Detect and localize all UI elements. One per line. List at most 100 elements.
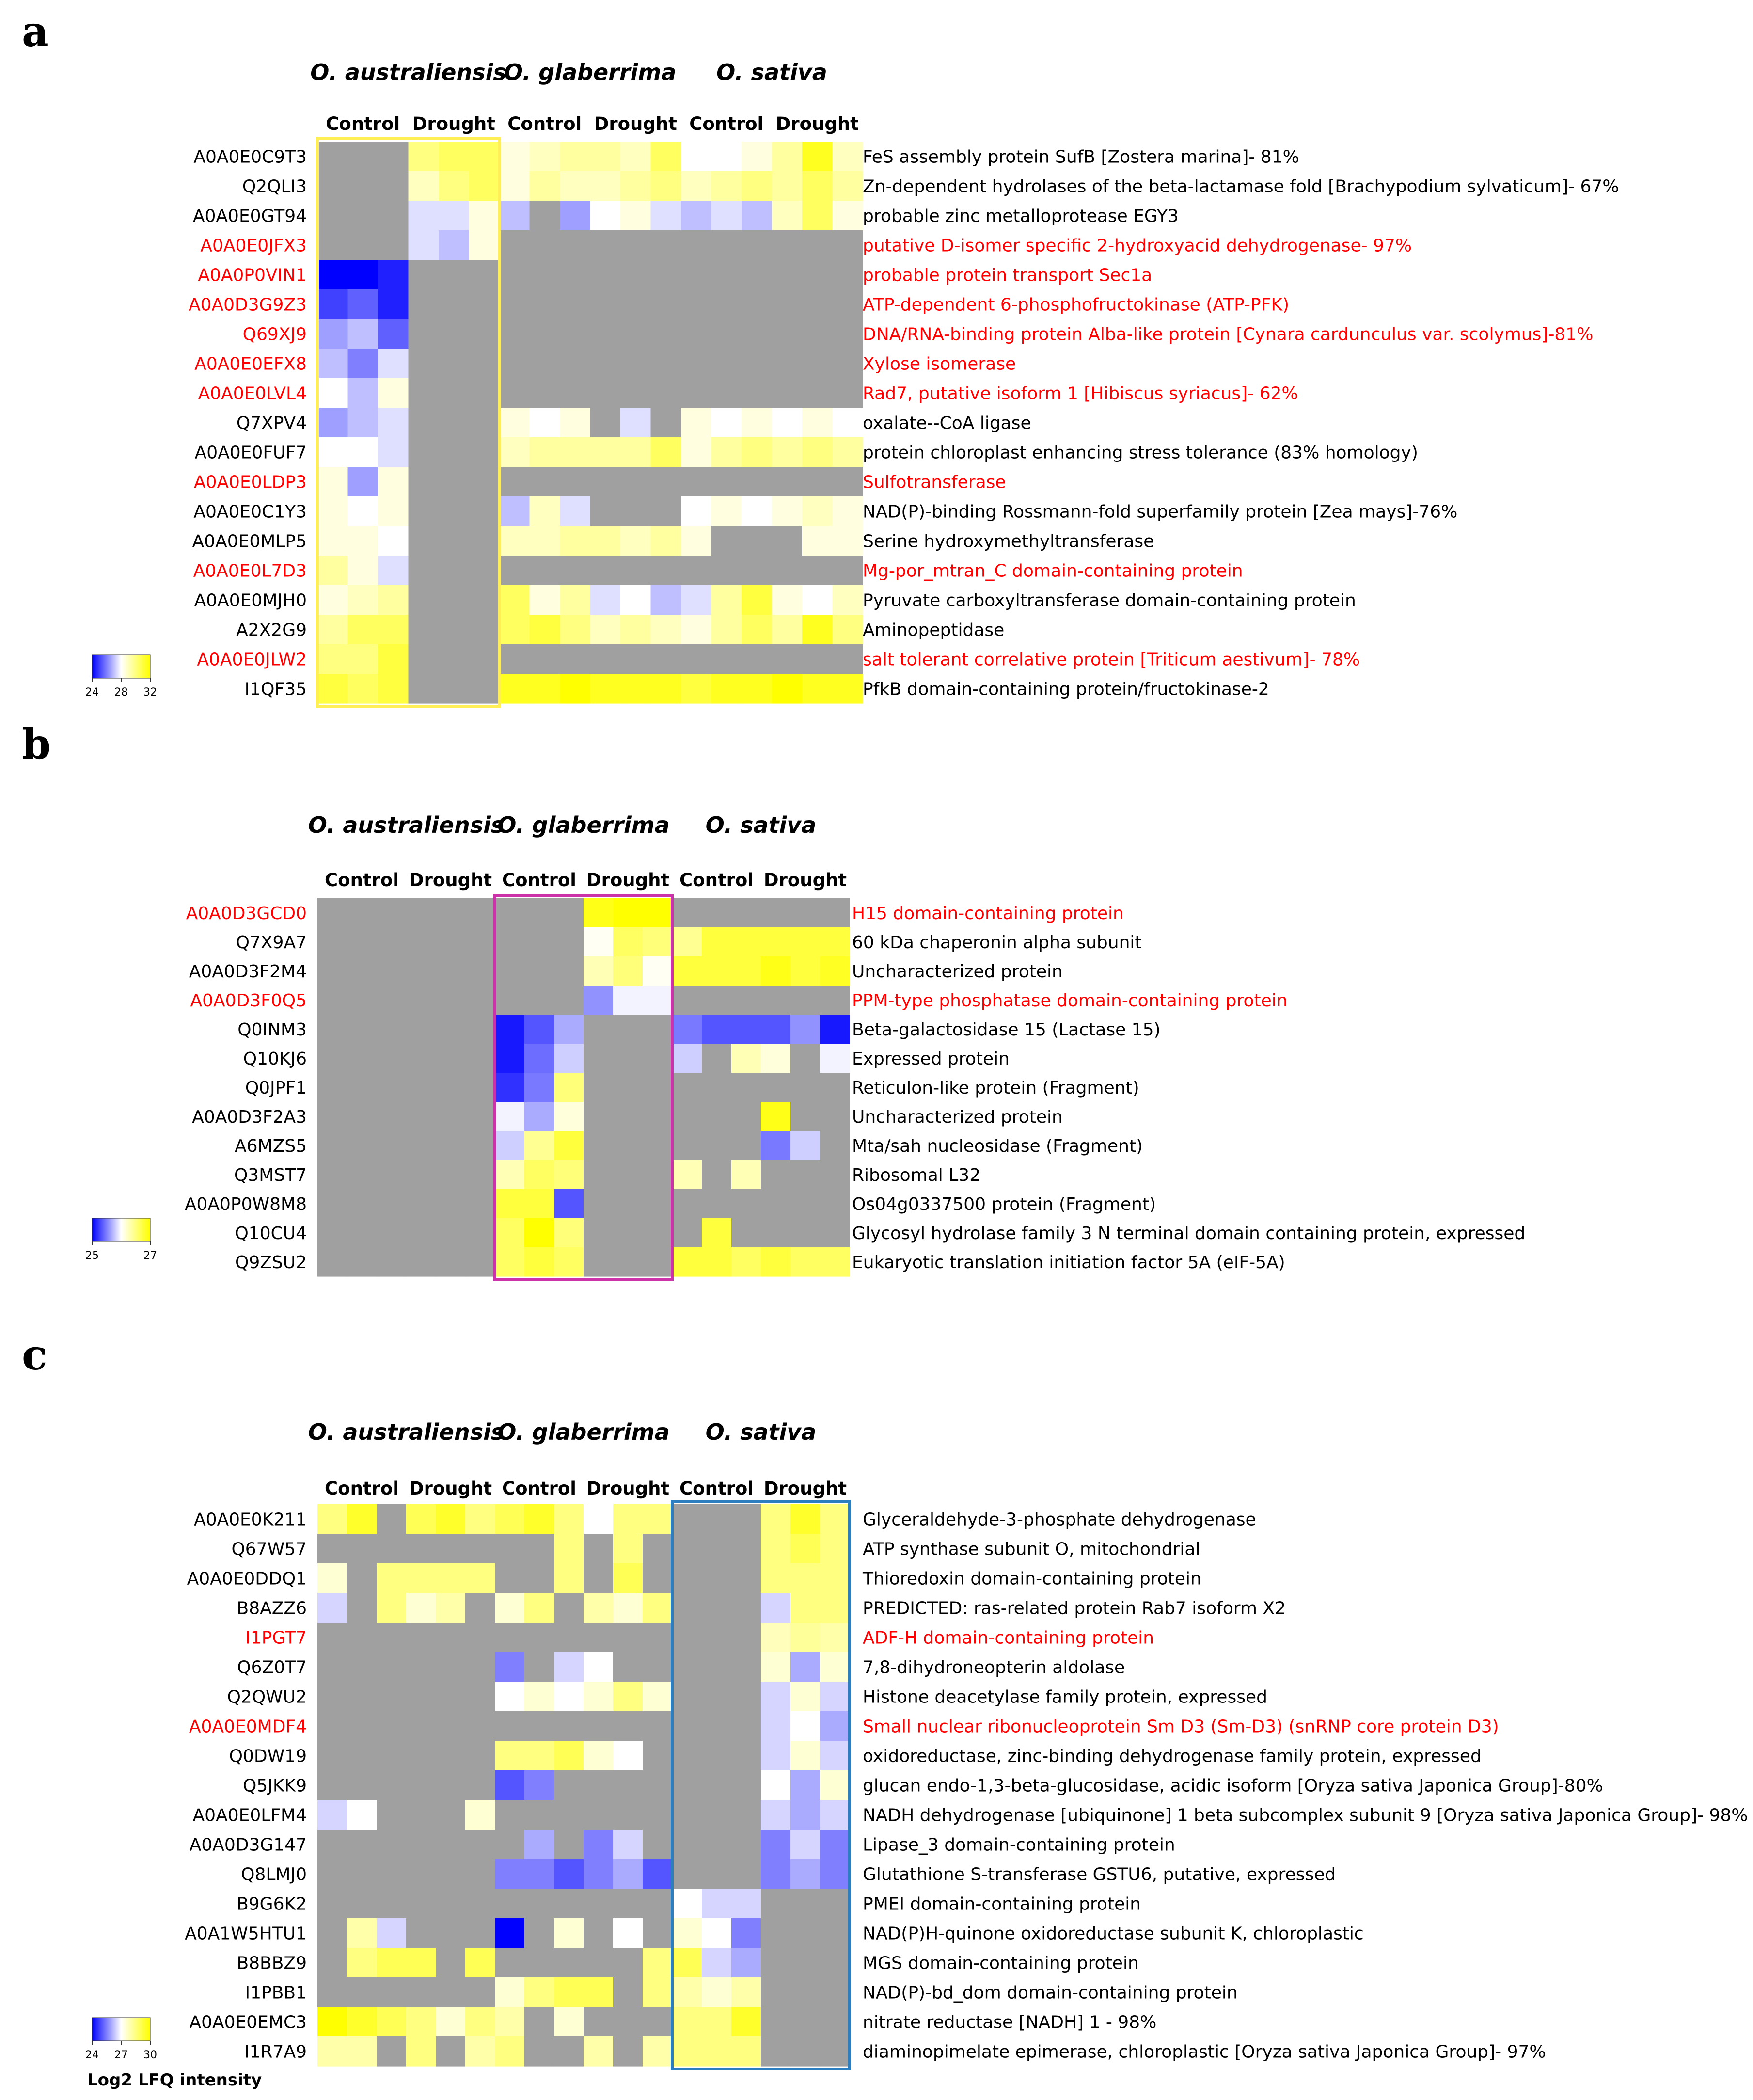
heatmap-cell (643, 1015, 673, 1044)
species-label: O. australiensis (310, 59, 506, 85)
heatmap-cell (772, 408, 803, 438)
heatmap-cell (681, 201, 712, 231)
heatmap-cell (820, 1073, 850, 1102)
heatmap-cell (742, 585, 773, 615)
heatmap-cell (772, 171, 803, 201)
heatmap-cell (832, 674, 863, 704)
protein-description: PMEI domain-containing protein (863, 1894, 1141, 1914)
heatmap-cell (820, 1623, 850, 1653)
heatmap-cell (347, 1711, 377, 1741)
heatmap-cell (584, 2036, 614, 2067)
heatmap-cell (524, 1948, 554, 1978)
heatmap-cell (347, 674, 379, 704)
heatmap-cell (524, 1160, 554, 1190)
heatmap-cell (802, 556, 833, 586)
heatmap-cell (613, 1504, 643, 1534)
heatmap-cell (790, 1504, 821, 1534)
heatmap-cell (832, 230, 863, 260)
heatmap-cell (742, 319, 773, 349)
heatmap-cell (378, 615, 409, 645)
heatmap-cell (702, 1218, 732, 1248)
protein-id: A0A0E0C9T3 (193, 147, 307, 167)
heatmap-cell (347, 1131, 377, 1161)
heatmap-cell (742, 674, 773, 704)
protein-description: Glutathione S-transferase GSTU6, putativ… (863, 1865, 1336, 1885)
heatmap-cell (529, 674, 560, 704)
legend-tick-label: 28 (114, 686, 128, 699)
heatmap-cell (620, 585, 651, 615)
heatmap-cell (529, 349, 560, 379)
protein-description: Beta-galactosidase 15 (Lactase 15) (852, 1020, 1161, 1040)
heatmap-cell (317, 2036, 347, 2067)
heatmap-cell (469, 378, 500, 408)
heatmap-cell (643, 2007, 673, 2037)
heatmap-cell (613, 1247, 643, 1277)
heatmap-cell (613, 1131, 643, 1161)
protein-description: Os04g0337500 protein (Fragment) (852, 1194, 1156, 1214)
heatmap-cell (406, 1889, 436, 1919)
heatmap-cell (406, 1623, 436, 1653)
heatmap-cell (377, 1563, 407, 1593)
heatmap-cell (832, 319, 863, 349)
heatmap-cell (436, 1948, 466, 1978)
heatmap-cell (790, 1247, 821, 1277)
heatmap-cell (772, 378, 803, 408)
condition-label: Drought (409, 870, 492, 891)
heatmap-cell (681, 171, 712, 201)
heatmap-cell (439, 496, 470, 526)
heatmap-cell (643, 898, 673, 928)
heatmap-cell (469, 319, 500, 349)
heatmap-cell (761, 2036, 791, 2067)
heatmap-cell (524, 1218, 554, 1248)
protein-id: Q69XJ9 (243, 325, 307, 345)
heatmap-cell (790, 2007, 821, 2037)
heatmap-cell (820, 1977, 850, 2007)
heatmap-cell (820, 1131, 850, 1161)
heatmap-cell (554, 1830, 584, 1860)
heatmap-cell (820, 1534, 850, 1564)
heatmap-cell (406, 1015, 436, 1044)
heatmap-cell (772, 437, 803, 467)
heatmap-cell (377, 1044, 407, 1073)
heatmap-cell (681, 408, 712, 438)
condition-label: Control (502, 1478, 576, 1499)
protein-id: A0A0E0MJH0 (194, 591, 307, 611)
heatmap-cell (436, 1682, 466, 1712)
heatmap-cell (524, 1830, 554, 1860)
heatmap-cell (820, 1189, 850, 1219)
heatmap-cell (377, 1189, 407, 1219)
heatmap-cell (499, 556, 530, 586)
heatmap-cell (761, 1977, 791, 2007)
heatmap-cell (761, 1830, 791, 1860)
heatmap-cell (742, 496, 773, 526)
heatmap-cell (820, 1918, 850, 1948)
heatmap-cell (702, 1770, 732, 1800)
heatmap-cell (790, 1073, 821, 1102)
heatmap-cell (761, 1189, 791, 1219)
heatmap-cell (347, 437, 379, 467)
heatmap-cell (439, 349, 470, 379)
heatmap-cell (495, 927, 525, 957)
heatmap-cell (317, 496, 348, 526)
condition-label: Control (679, 1478, 754, 1499)
condition-label: Control (326, 113, 400, 134)
heatmap-cell (643, 1189, 673, 1219)
heatmap-cell (584, 1593, 614, 1623)
heatmap-cell (406, 2007, 436, 2037)
heatmap-cell (317, 378, 348, 408)
heatmap-cell (317, 674, 348, 704)
heatmap-cell (790, 1859, 821, 1889)
heatmap-cell (672, 927, 702, 957)
heatmap-cell (702, 1563, 732, 1593)
protein-description: Sulfotransferase (863, 473, 1006, 493)
heatmap-cell (524, 1682, 554, 1712)
heatmap-cell (524, 1889, 554, 1919)
heatmap-cell (529, 230, 560, 260)
heatmap-cell (672, 1044, 702, 1073)
heatmap-cell (554, 1160, 584, 1190)
heatmap-cell (408, 230, 439, 260)
heatmap-cell (529, 585, 560, 615)
heatmap-cell (584, 1623, 614, 1653)
heatmap-cell (524, 1623, 554, 1653)
